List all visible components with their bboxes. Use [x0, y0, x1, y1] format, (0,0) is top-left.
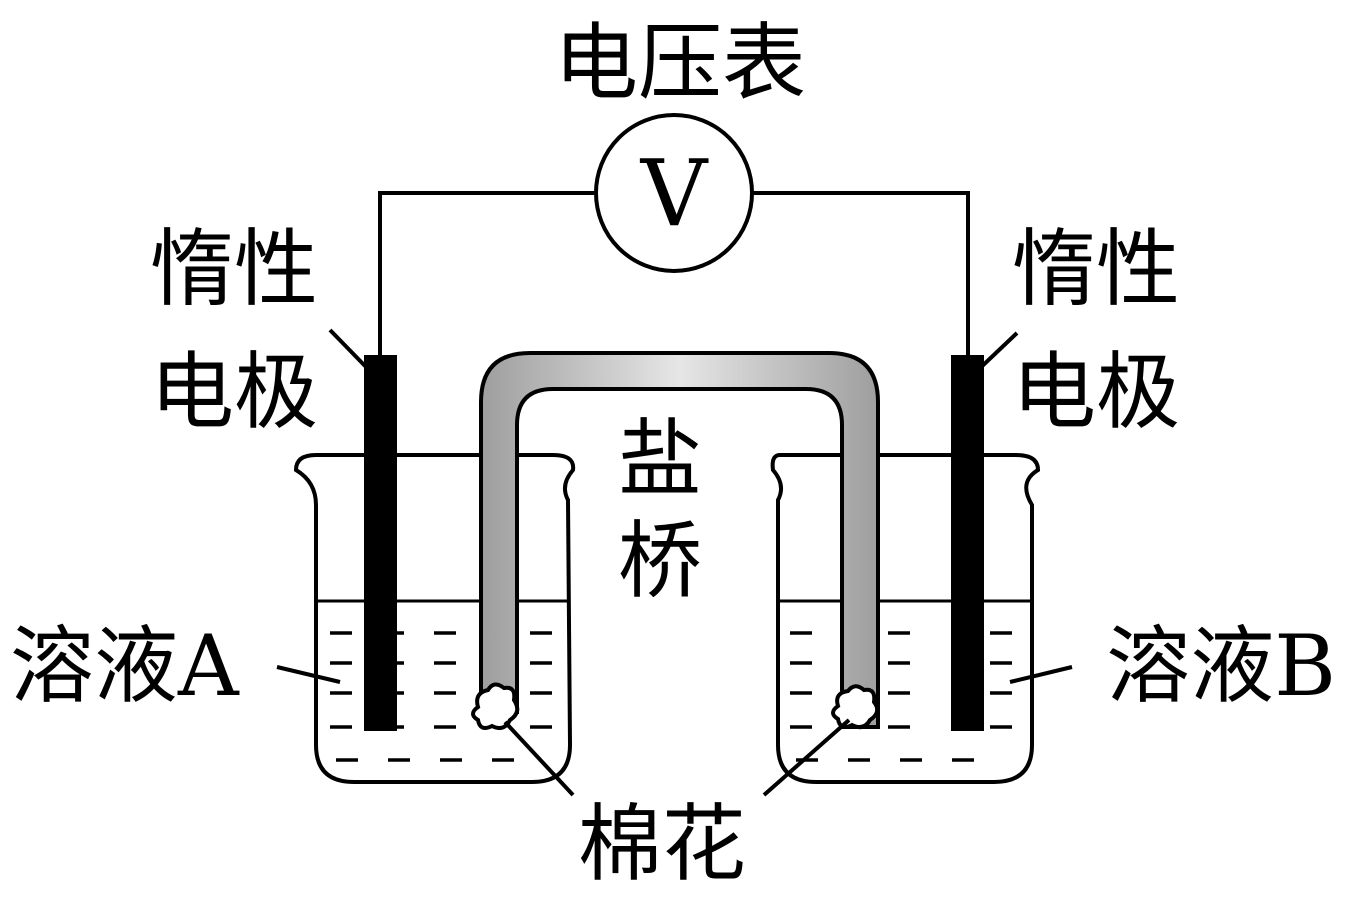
voltmeter-symbol: V: [640, 140, 709, 247]
solution-b-label: 溶液B: [1106, 617, 1336, 715]
salt-bridge-label-line1: 盐: [618, 410, 702, 508]
cotton-plug-left: [471, 682, 520, 730]
cotton-label: 棉花: [578, 795, 746, 893]
voltmeter: V: [594, 113, 754, 273]
electrode-right: [951, 355, 984, 731]
electrode-left-label-line1: 惰性: [150, 220, 318, 318]
circuit-wire: [378, 191, 970, 358]
leader-lines: [276, 328, 1073, 797]
voltmeter-circle: [594, 113, 754, 273]
salt-bridge: [479, 351, 880, 729]
beaker-left: [293, 453, 576, 784]
salt-bridge-label-line2: 桥: [618, 512, 702, 610]
solution-dashes-right: [790, 631, 1012, 762]
cotton-plug-right: [831, 684, 880, 730]
electrode-right-label-line1: 惰性: [1012, 220, 1180, 318]
electrode-left-label-line2: 电极: [150, 343, 318, 441]
solution-a-label: 溶液A: [10, 617, 240, 715]
voltmeter-label: 电压表: [554, 14, 806, 112]
solution-dashes-left: [330, 631, 552, 762]
beaker-right: [770, 453, 1041, 784]
electrode-right-label-line2: 电极: [1012, 343, 1180, 441]
electrode-left: [364, 355, 397, 731]
